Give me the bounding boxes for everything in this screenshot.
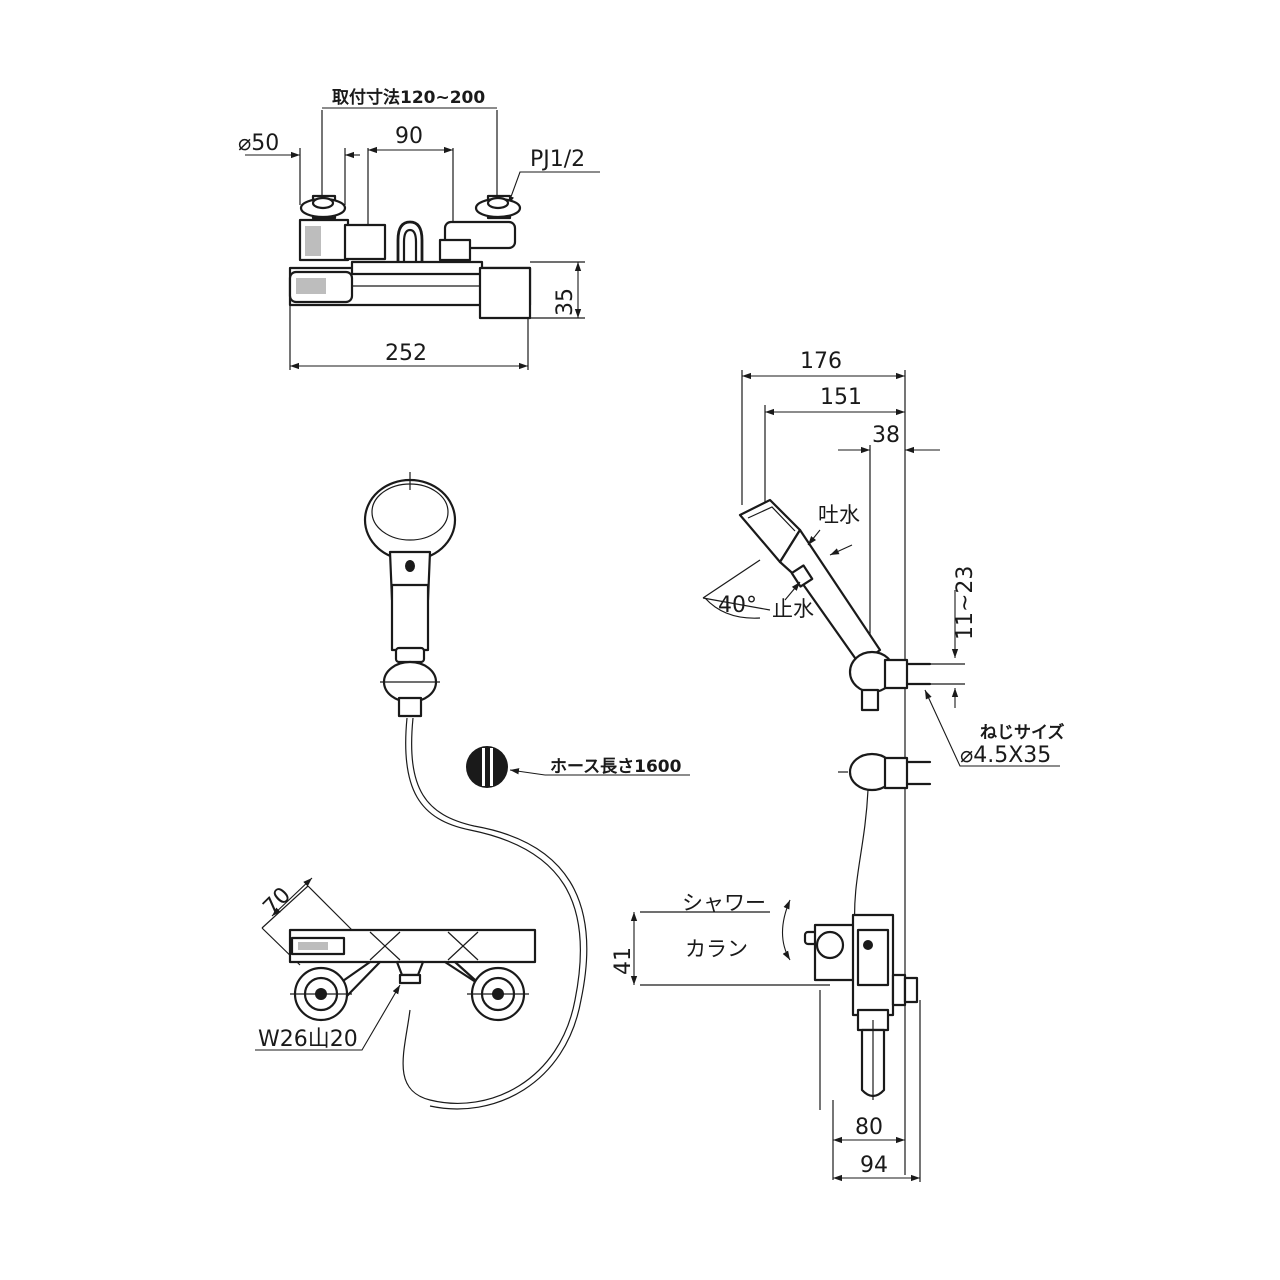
angle-label: 40° — [718, 593, 757, 618]
hose-length-label: ホース長さ1600 — [550, 757, 682, 777]
shower-mode-label: シャワー — [682, 891, 766, 915]
eccentric-diameter-label: ⌀50 — [238, 131, 279, 156]
left-union — [290, 966, 352, 1022]
total-projection-label: 176 — [800, 349, 842, 374]
depth-inner-label: 80 — [855, 1115, 883, 1140]
body-depth-label: 70 — [259, 883, 296, 920]
screw-size-title: ねじサイズ — [980, 722, 1065, 743]
shower-holder-lower — [848, 752, 932, 792]
spout-thread-label: W26山20 — [258, 1027, 358, 1052]
body-height-label: 35 — [553, 288, 578, 316]
pitch-label: 90 — [395, 124, 423, 149]
screw-size-label: ⌀4.5X35 — [960, 743, 1051, 768]
adjust-range-label: 11~23 — [953, 566, 978, 640]
right-inlet-fitting — [438, 194, 522, 262]
front-view: 70 W26山20 — [255, 877, 537, 1052]
pipe-thread-label: PJ1/2 — [530, 147, 585, 172]
top-view-body — [288, 260, 532, 320]
center-spout — [396, 220, 424, 264]
left-inlet-fitting — [298, 194, 387, 262]
overall-width-label: 252 — [385, 341, 427, 366]
side-view: 176 151 38 80 94 吐水 止水 40° — [611, 349, 1065, 1182]
faucet-body-side — [803, 913, 919, 1110]
spray-label: 吐水 — [818, 503, 860, 527]
mount-spacing-label: 取付寸法120~200 — [332, 87, 485, 108]
hose-section: ホース長さ1600 — [466, 746, 690, 788]
right-union — [467, 966, 529, 1022]
spout-mode-label: カラン — [685, 937, 748, 961]
stop-label: 止水 — [772, 597, 814, 621]
shower-holder-upper — [848, 650, 932, 712]
top-view: 取付寸法120~200 ⌀50 90 PJ1/2 35 252 — [238, 87, 600, 370]
hand-shower-front — [363, 472, 457, 718]
body-depth-dimension — [271, 877, 313, 917]
depth-outer-label: 94 — [860, 1153, 888, 1178]
holder-projection-label: 38 — [872, 423, 900, 448]
hand-shower-side — [702, 498, 882, 667]
shower-hose — [402, 717, 582, 1104]
head-projection-label: 151 — [820, 385, 862, 410]
lever-height-label: 41 — [611, 947, 636, 975]
